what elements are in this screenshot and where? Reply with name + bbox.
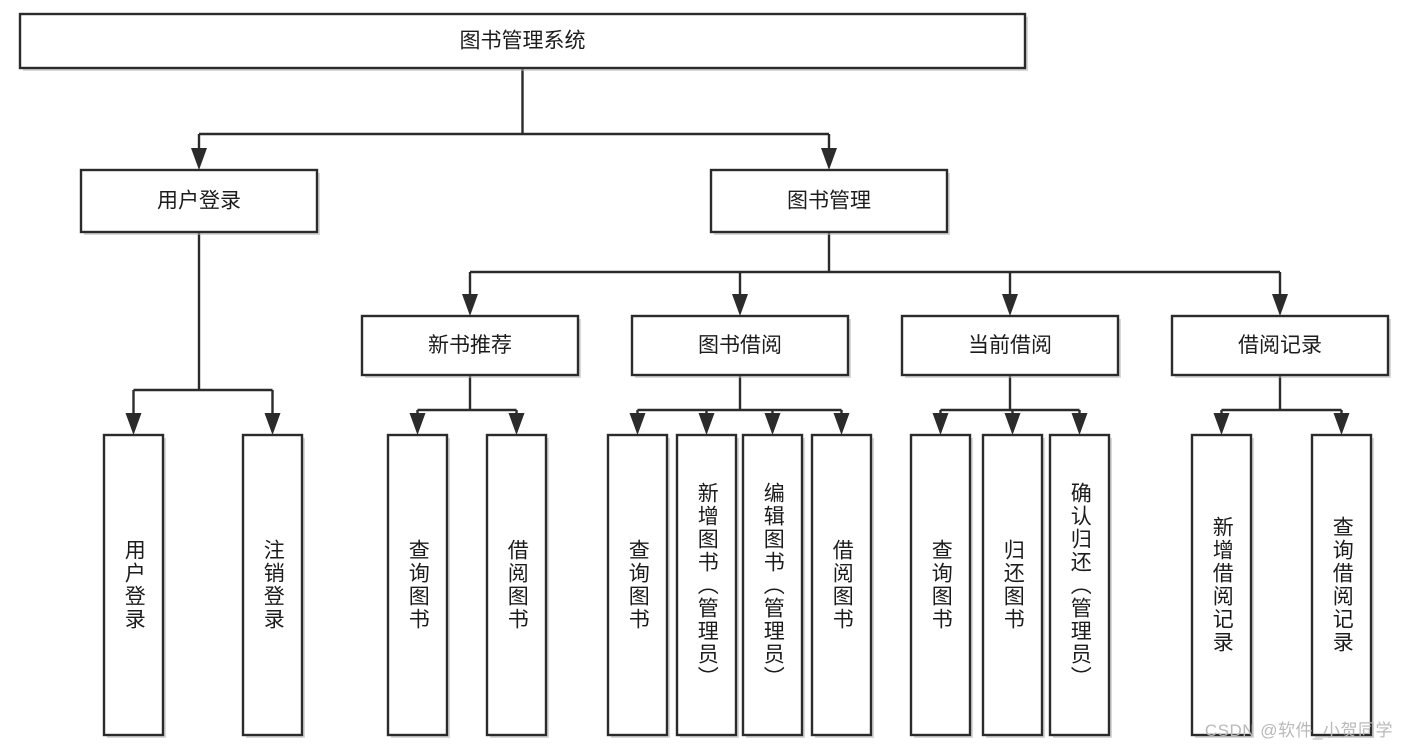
arrow-head-icon (508, 413, 525, 435)
arrow-head-icon (698, 413, 715, 435)
level3-node-box[interactable] (900, 314, 1121, 378)
leaf-node-box[interactable] (1190, 433, 1254, 738)
arrow-head-icon (833, 413, 850, 435)
leaf-node-box[interactable] (741, 433, 805, 738)
box-outline (360, 314, 580, 377)
level2-node-label: 用户登录 (157, 190, 241, 213)
arrow-head-icon (191, 148, 207, 170)
box-outline (1048, 433, 1111, 737)
box-outline (102, 433, 165, 737)
leaf-node-box[interactable] (810, 433, 874, 738)
box-outline (606, 433, 669, 737)
arrow-head-icon (409, 413, 426, 435)
arrow-head-icon (1071, 413, 1088, 435)
leaf-node-box[interactable] (606, 433, 670, 738)
level3-node-box[interactable] (360, 314, 581, 378)
leaf-node-box[interactable] (485, 433, 549, 738)
level2-node-box[interactable] (709, 168, 950, 235)
leaf-node-box[interactable] (1310, 433, 1374, 738)
connector-lines (125, 68, 1350, 435)
level3-node-box[interactable] (630, 314, 851, 378)
leaf-node-box[interactable] (981, 433, 1045, 738)
level2-node-label: 图书管理 (787, 190, 871, 213)
box-outline (241, 433, 304, 737)
arrow-head-icon (1272, 294, 1288, 316)
box-outline (1310, 433, 1373, 737)
level3-node-label: 当前借阅 (968, 334, 1052, 357)
leaf-node-box[interactable] (386, 433, 450, 738)
box-outline (810, 433, 873, 737)
box-outline (79, 168, 319, 234)
arrow-head-icon (264, 413, 281, 435)
box-outline (1190, 433, 1253, 737)
box-outline (981, 433, 1044, 737)
arrow-head-icon (1213, 413, 1230, 435)
leaf-node-box[interactable] (909, 433, 973, 738)
box-outline (741, 433, 804, 737)
arrow-head-icon (732, 294, 748, 316)
arrow-head-icon (1002, 294, 1018, 316)
level3-node-label: 借阅记录 (1238, 334, 1322, 357)
leaf-node-box[interactable] (675, 433, 739, 738)
box-outline (909, 433, 972, 737)
box-outline (18, 12, 1027, 70)
node-boxes (18, 12, 1391, 738)
arrow-head-icon (1004, 413, 1021, 435)
root-node-box[interactable] (18, 12, 1028, 71)
box-outline (675, 433, 738, 737)
level3-node-box[interactable] (1170, 314, 1391, 378)
leaf-node-box[interactable] (1048, 433, 1112, 738)
arrow-head-icon (821, 148, 837, 170)
box-outline (1170, 314, 1390, 377)
level2-node-box[interactable] (79, 168, 320, 235)
arrow-head-icon (125, 413, 142, 435)
root-node-label: 图书管理系统 (460, 30, 586, 53)
arrow-head-icon (764, 413, 781, 435)
leaf-node-box[interactable] (241, 433, 305, 738)
box-outline (485, 433, 548, 737)
box-outline (630, 314, 850, 377)
watermark-text: CSDN @软件_小贺同学 (1204, 721, 1393, 740)
arrow-head-icon (629, 413, 646, 435)
box-outline (386, 433, 449, 737)
level3-node-label: 新书推荐 (428, 334, 512, 357)
arrow-head-icon (462, 294, 478, 316)
arrow-head-icon (1333, 413, 1350, 435)
arrow-head-icon (932, 413, 949, 435)
leaf-node-box[interactable] (102, 433, 166, 738)
box-outline (709, 168, 949, 234)
level3-node-label: 图书借阅 (698, 334, 782, 357)
box-outline (900, 314, 1120, 377)
